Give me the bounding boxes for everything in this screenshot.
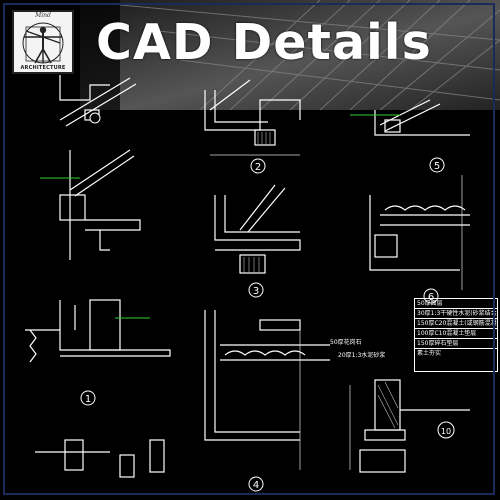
- logo-caption-top: Mind: [35, 12, 51, 19]
- legend-row: 素土夯实: [417, 350, 442, 357]
- svg-text:6: 6: [428, 292, 434, 303]
- detail-6-drawing: [369, 175, 470, 290]
- material-legend-table: 50厚面层 30厚1:3干硬性水泥(砂浆结合层) 150厚C20混凝土(或钢筋混…: [414, 298, 498, 372]
- legend-row: 100厚C10混凝土垫层: [415, 329, 497, 339]
- detail-left-middle: [40, 149, 141, 260]
- annotation-note-2: 20厚1:3水泥砂浆: [338, 351, 385, 359]
- detail-number-10: 10: [437, 421, 455, 439]
- detail-5-drawing: [350, 99, 470, 136]
- svg-text:2: 2: [255, 162, 261, 173]
- svg-text:3: 3: [253, 286, 259, 297]
- legend-row: 50厚面层: [415, 299, 497, 309]
- detail-number-6: 6: [423, 288, 439, 304]
- detail-number-4: 4: [248, 476, 264, 492]
- page-title: CAD Details: [96, 14, 432, 71]
- legend-row: 30厚1:3干硬性水泥(砂浆结合层): [415, 310, 497, 319]
- logo-caption-bottom: ARCHITECTURE: [20, 65, 66, 71]
- svg-text:1: 1: [85, 394, 91, 405]
- detail-number-3: 3: [248, 282, 264, 298]
- legend-row: 150厚C20混凝土(或钢筋混凝土): [415, 320, 497, 329]
- detail-top-left: [59, 75, 137, 127]
- detail-bottom-small: [35, 439, 165, 478]
- detail-2-drawing: [204, 79, 301, 156]
- detail-1-drawing: [25, 299, 171, 363]
- svg-text:4: 4: [253, 480, 259, 491]
- detail-number-5: 5: [429, 157, 445, 173]
- legend-row: 150厚碎石垫层: [415, 339, 497, 349]
- detail-number-2: 2: [250, 158, 266, 174]
- detail-10-drawing: [349, 379, 470, 473]
- detail-4-drawing: [204, 310, 330, 470]
- svg-text:10: 10: [441, 427, 451, 436]
- vitruvian-man-icon: [22, 22, 64, 64]
- architecture-logo: Mind ARCHITECTURE: [12, 10, 74, 74]
- annotation-top-note: 50厚花岗石: [330, 338, 362, 346]
- detail-number-1: 1: [80, 390, 96, 406]
- header-background: [0, 0, 500, 110]
- detail-3-drawing: [214, 184, 301, 274]
- svg-text:5: 5: [434, 161, 440, 172]
